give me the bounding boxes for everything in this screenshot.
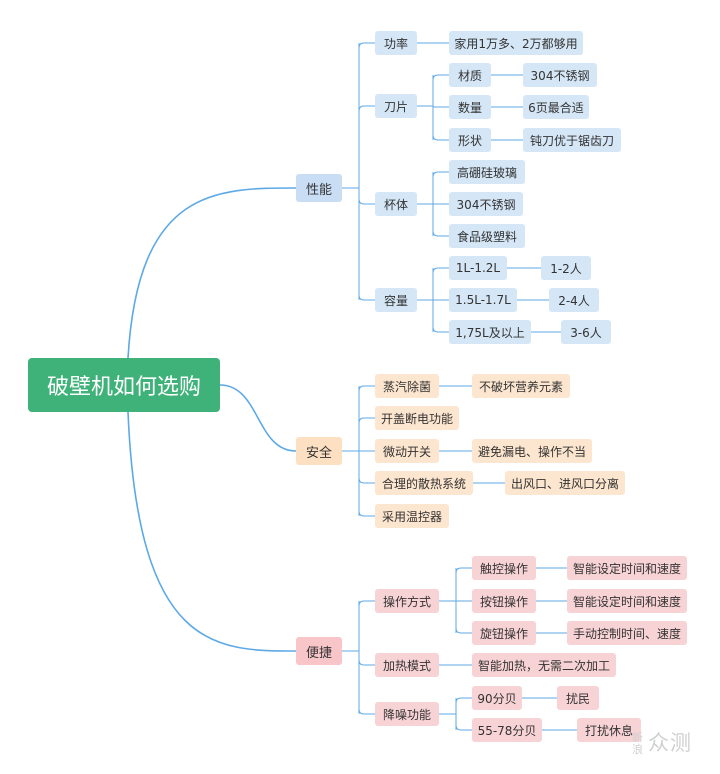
- node-heating: 加热模式: [375, 653, 439, 677]
- link-root-branch-performance: [127, 187, 297, 359]
- link-node-power: [358, 42, 375, 49]
- node-steam: 蒸汽除菌: [375, 374, 439, 398]
- node-thermo: 采用温控器: [375, 504, 449, 528]
- link-node-capacity: [358, 294, 375, 301]
- node-blade-count: 数量: [449, 95, 491, 119]
- link-node-cup-item-3: [432, 230, 449, 237]
- link-node-blade-material: [432, 74, 449, 81]
- node-noise-low-effect: 扰民: [557, 686, 599, 710]
- link-node-blade-shape: [432, 134, 449, 141]
- node-button-value: 智能设定时间和速度: [567, 589, 687, 613]
- branch-safety: 安全: [296, 437, 342, 465]
- node-capacity-people-3: 3-6人: [561, 320, 611, 344]
- link-node-thermo: [358, 510, 375, 517]
- node-power-value: 家用1万多、2万都够用: [449, 31, 583, 55]
- node-knob-value: 手动控制时间、速度: [567, 621, 687, 645]
- link-node-capacity-size-3: [432, 326, 449, 333]
- node-cup: 杯体: [375, 192, 417, 216]
- node-steam-value: 不破坏营养元素: [472, 374, 570, 398]
- node-noise-high: 55-78分贝: [472, 718, 542, 742]
- node-capacity-size-2: 1.5L-1.7L: [449, 288, 517, 312]
- node-capacity: 容量: [375, 288, 417, 312]
- node-power: 功率: [375, 31, 417, 55]
- node-button: 按钮操作: [472, 589, 536, 613]
- node-heating-value: 智能加热，无需二次加工: [472, 653, 616, 677]
- node-capacity-people-1: 1-2人: [541, 256, 591, 280]
- branch-performance: 性能: [296, 174, 342, 202]
- node-touch: 触控操作: [472, 556, 536, 580]
- node-blade-material: 材质: [449, 63, 491, 87]
- link-node-capacity-size-1: [432, 267, 449, 274]
- node-blade-shape-value: 钝刀优于锯齿刀: [523, 128, 621, 152]
- node-noise-high-effect: 打扰休息: [577, 718, 641, 742]
- node-cooling-value: 出风口、进风口分离: [505, 471, 625, 495]
- link-node-operation: [358, 600, 375, 607]
- node-cooling: 合理的散热系统: [375, 471, 473, 495]
- node-micro-value: 避免漏电、操作不当: [472, 439, 592, 463]
- branch-convenience: 便捷: [296, 637, 342, 665]
- watermark-main-text: 众测: [648, 731, 692, 755]
- node-noise: 降噪功能: [375, 702, 439, 726]
- node-operation: 操作方式: [375, 589, 439, 613]
- link-node-noise-high: [455, 724, 472, 731]
- node-blade-material-value: 304不锈钢: [523, 63, 597, 87]
- link-root-branch-convenience: [127, 411, 297, 652]
- link-node-noise: [358, 708, 375, 715]
- link-node-noise-low: [455, 697, 472, 704]
- node-capacity-size-1: 1L-1.2L: [449, 256, 507, 280]
- node-cup-item-1: 高硼硅玻璃: [449, 160, 525, 184]
- node-noise-low: 90分贝: [472, 686, 522, 710]
- watermark-small-text: 新浪: [632, 731, 644, 756]
- node-cup-item-3: 食品级塑料: [449, 224, 525, 248]
- link-node-touch: [455, 567, 472, 574]
- link-root-branch-safety: [219, 384, 297, 452]
- link-node-cooling: [358, 477, 375, 484]
- node-cup-item-2: 304不锈钢: [449, 192, 523, 216]
- link-node-lid: [358, 417, 375, 424]
- node-capacity-people-2: 2-4人: [549, 288, 599, 312]
- link-node-steam: [358, 385, 375, 392]
- link-node-cup-item-1: [432, 171, 449, 178]
- node-blade: 刀片: [375, 94, 417, 118]
- node-blade-count-value: 6页最合适: [523, 95, 589, 119]
- link-node-heating: [358, 659, 375, 666]
- root-topic: 破壁机如何选购: [28, 358, 220, 412]
- link-node-blade: [358, 105, 375, 112]
- link-node-cup: [358, 198, 375, 205]
- node-blade-shape: 形状: [449, 128, 491, 152]
- node-capacity-size-3: 1,75L及以上: [449, 320, 531, 344]
- link-node-knob: [455, 627, 472, 634]
- watermark-logo: 新浪众测: [632, 727, 692, 757]
- node-lid: 开盖断电功能: [375, 406, 459, 430]
- node-micro: 微动开关: [375, 439, 439, 463]
- node-knob: 旋钮操作: [472, 621, 536, 645]
- node-touch-value: 智能设定时间和速度: [567, 556, 687, 580]
